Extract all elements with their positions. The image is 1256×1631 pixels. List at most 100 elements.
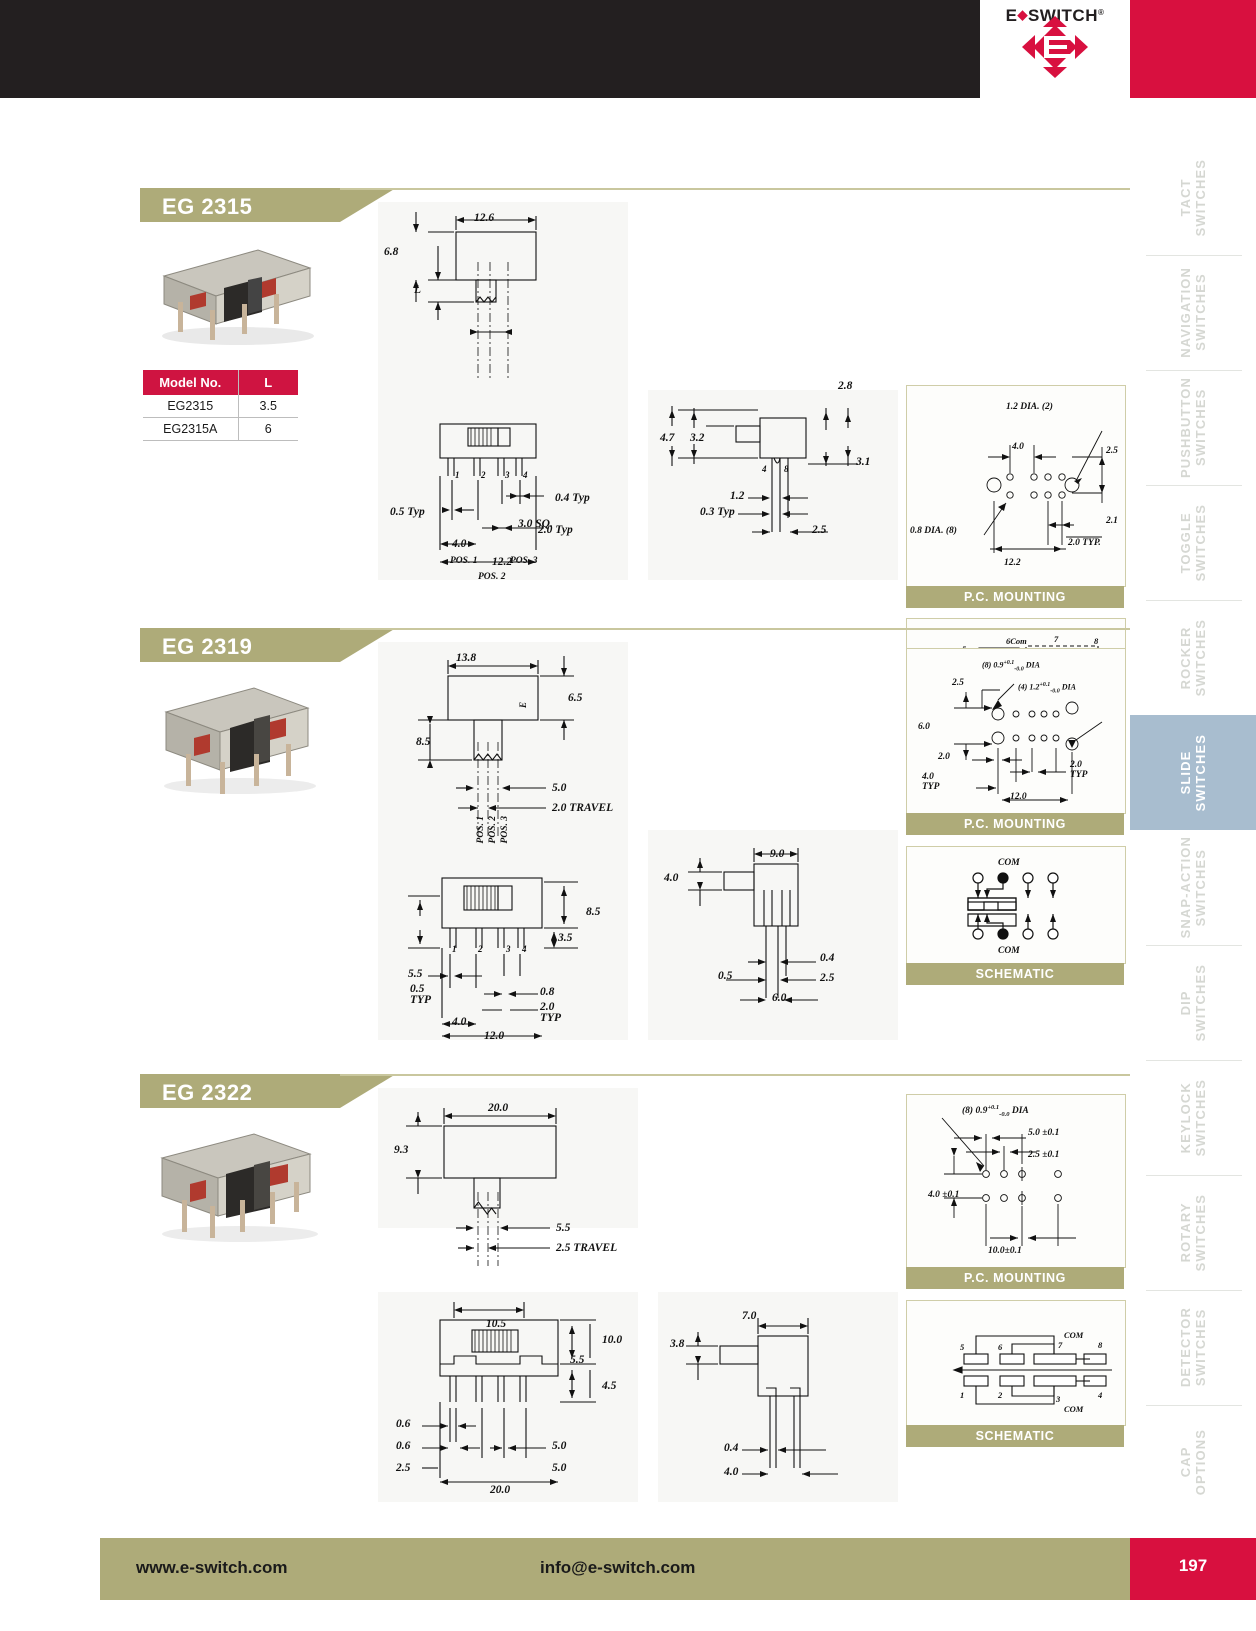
dim-lever: L: [414, 284, 422, 296]
sidebar-item-slide-switches[interactable]: SLIDE SWITCHES: [1130, 715, 1256, 830]
dim-row-pitch: 4.0: [452, 538, 467, 550]
svg-text:6Com: 6Com: [1006, 636, 1027, 646]
pc-mounting-drawing-eg2322: [941, 1117, 1076, 1246]
dim-side-4: 3.1: [856, 456, 871, 468]
dim-pitch: 2.0 Typ: [538, 524, 573, 536]
cell-model: EG2315: [143, 395, 239, 418]
dim-height: 9.3: [394, 1144, 409, 1156]
svg-text:4: 4: [761, 464, 767, 474]
pc-mounting-caption-eg2322: P.C. MOUNTING: [906, 1267, 1124, 1289]
sidebar-item-tact-switches[interactable]: TACT SWITCHES: [1130, 140, 1256, 255]
svg-text:1: 1: [960, 1390, 964, 1400]
dim-pin-thickness: 0.4 Typ: [555, 492, 590, 504]
dim-d2: 0.6: [396, 1440, 411, 1452]
dim-side-7: 2.5: [812, 524, 827, 536]
category-sidebar: TACT SWITCHES NAVIGATION SWITCHES PUSHBUTT…: [1130, 140, 1256, 1520]
dim-pcm-10-0: 10.0±0.1: [988, 1246, 1022, 1256]
banner-rule: [340, 188, 1130, 190]
sidebar-item-dip-switches[interactable]: DIP SWITCHES: [1130, 945, 1256, 1060]
label-com-bottom: COM: [998, 946, 1020, 956]
table-header-row: Model No. L: [143, 370, 298, 395]
dim-p1: 5.0: [552, 1440, 567, 1452]
front-view-drawing-eg2315: [413, 212, 537, 378]
col-model-no: Model No.: [143, 370, 239, 395]
footer-website[interactable]: www.e-switch.com: [136, 1558, 288, 1577]
front-view-drawing-eg2319: E: [418, 656, 574, 838]
sidebar-divider: [1146, 1405, 1242, 1406]
bottom-view-drawing-eg2322: [422, 1302, 596, 1485]
svg-text:4: 4: [522, 470, 528, 480]
section-banner-eg2319: EG 2319: [140, 628, 396, 662]
label-pos-1: POS. 1: [450, 556, 478, 566]
dim-overall: 20.0: [490, 1484, 511, 1496]
sidebar-item-cap-options[interactable]: CAP OPTIONS: [1130, 1405, 1256, 1520]
pc-mounting-panel-eg2315: [906, 385, 1126, 587]
dim-pcm-2-0typ: 2.0 TYP.: [1068, 538, 1101, 548]
svg-text:8: 8: [1098, 1340, 1103, 1350]
masthead-black-band: [0, 0, 980, 98]
sidebar-item-rotary-switches[interactable]: ROTARY SWITCHES: [1130, 1175, 1256, 1290]
svg-text:E: E: [518, 702, 528, 709]
schematic-drawing-eg2319: [967, 872, 1059, 940]
svg-text:7: 7: [1054, 634, 1059, 644]
sidebar-item-rocker-switches[interactable]: ROCKER SWITCHES: [1130, 600, 1256, 715]
dim-p2: 5.0: [552, 1462, 567, 1474]
brand-letter-e: E: [1005, 6, 1018, 25]
front-view-drawing-eg2322: [406, 1108, 557, 1266]
dim-pcm-6-0: 6.0: [918, 722, 930, 732]
dim-travel: 2.5 TRAVEL: [556, 1242, 618, 1254]
sidebar-item-label: ROTARY SWITCHES: [1178, 1193, 1208, 1272]
label-hole-small: (8) 0.9+0.1-0.0 DIA: [982, 660, 1040, 673]
dim-h1: 5.5: [408, 968, 423, 980]
sidebar-item-pushbutton-switches[interactable]: PUSHBUTTON SWITCHES: [1130, 370, 1256, 485]
label-com-top: COM: [998, 858, 1020, 868]
dim-side-2: 3.2: [690, 432, 705, 444]
dim-pcm-4-0: 4.0: [1012, 442, 1024, 452]
dim-side-6: 0.3 Typ: [700, 506, 735, 518]
label-hole-large: 1.2 DIA. (2): [1006, 402, 1053, 412]
label-hole-large: (4) 1.2+0.1-0.0 DIA: [1018, 682, 1076, 695]
section-banner-eg2315: EG 2315: [140, 188, 396, 222]
cell-model: EG2315A: [143, 417, 239, 441]
dim-h2: 8.5: [586, 906, 601, 918]
dim-pcm-2-5: 2.5: [1106, 446, 1118, 456]
page-footer: www.e-switch.com info@e-switch.com 197: [0, 1538, 1256, 1600]
sidebar-item-toggle-switches[interactable]: TOGGLE SWITCHES: [1130, 485, 1256, 600]
sidebar-divider: [1146, 1175, 1242, 1176]
label-hole-small: (8) 0.9+0.1-0.0 DIA: [962, 1104, 1029, 1119]
brand-logo: E◆SWITCH®: [980, 0, 1130, 140]
registered-mark: ®: [1097, 8, 1105, 17]
sidebar-item-detector-switches[interactable]: DETECTOR SWITCHES: [1130, 1290, 1256, 1405]
svg-text:1: 1: [455, 470, 460, 480]
masthead: E◆SWITCH®: [0, 0, 1256, 160]
svg-text:3: 3: [505, 944, 511, 954]
section-title: EG 2322: [162, 1080, 253, 1105]
pc-mounting-panel-eg2322: [906, 1094, 1126, 1268]
dim-pcm-2-5: 2.5 ±0.1: [1028, 1150, 1060, 1160]
section-title: EG 2319: [162, 634, 253, 659]
dim-overall: 12.0: [484, 1030, 505, 1042]
sidebar-item-snap-action-switches[interactable]: SNAP-ACTION SWITCHES: [1130, 830, 1256, 945]
svg-text:1: 1: [452, 944, 457, 954]
page-number: 197: [1178, 1556, 1208, 1575]
dim-pin-thickness: 0.8: [540, 986, 555, 998]
dim-h1: 5.5: [570, 1354, 585, 1366]
sidebar-item-navigation-switches[interactable]: NAVIGATION SWITCHES: [1130, 255, 1256, 370]
drawing-area-eg2322-front: [378, 1088, 638, 1228]
sidebar-divider: [1146, 370, 1242, 371]
svg-text:4: 4: [521, 944, 527, 954]
footer-email[interactable]: info@e-switch.com: [540, 1558, 696, 1577]
dim-shaft: 5.5: [556, 1222, 571, 1234]
sidebar-item-keylock-switches[interactable]: KEYLOCK SWITCHES: [1130, 1060, 1256, 1175]
dim-side-5: 1.2: [730, 490, 745, 502]
table-row: EG2315A 6: [143, 417, 298, 441]
sidebar-item-label: PUSHBUTTON SWITCHES: [1178, 376, 1208, 479]
pc-mounting-caption-eg2315: P.C. MOUNTING: [906, 586, 1124, 608]
sidebar-item-label: NAVIGATION SWITCHES: [1178, 267, 1208, 358]
svg-text:7: 7: [1058, 1340, 1063, 1350]
sidebar-item-label: DIP SWITCHES: [1178, 963, 1208, 1042]
dim-side-3: 0.4: [820, 952, 835, 964]
